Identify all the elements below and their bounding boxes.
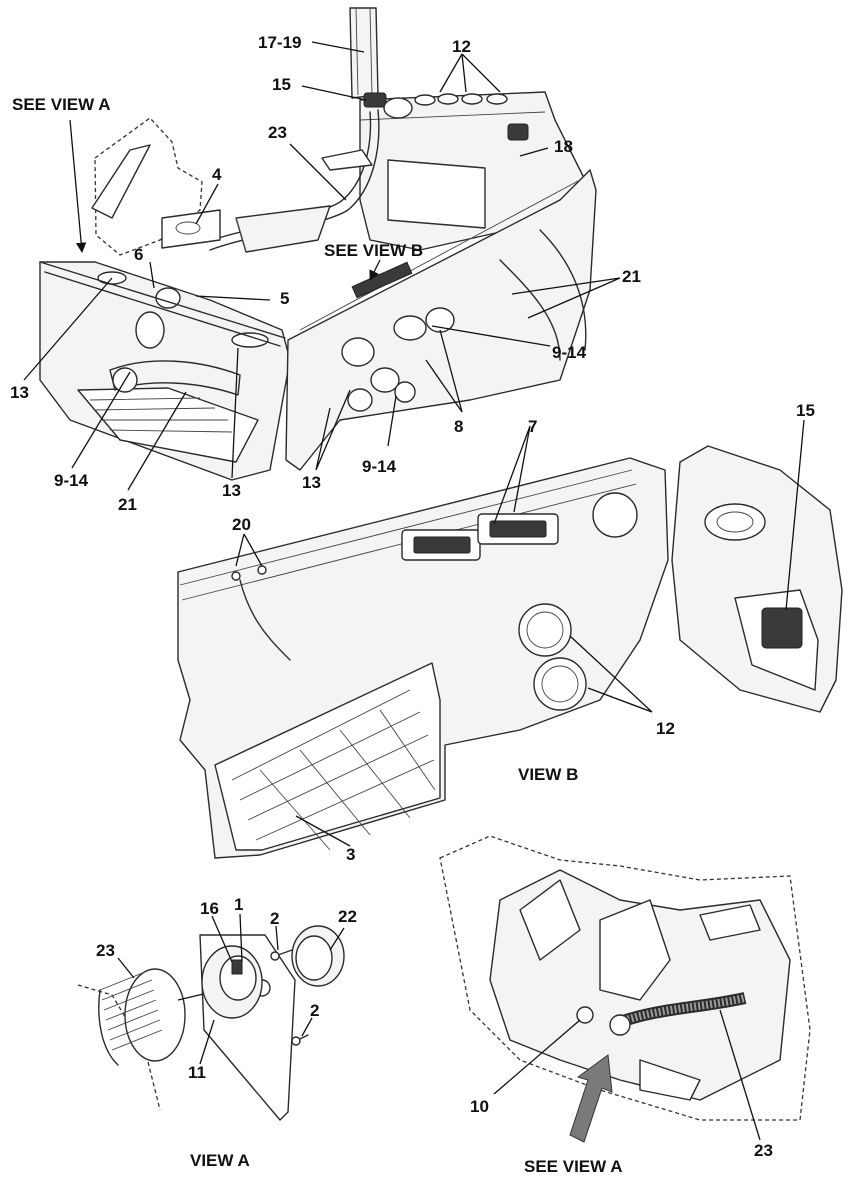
callout-21-bottom: 21	[118, 495, 137, 514]
callout-3: 3	[346, 845, 355, 864]
callout-12-top: 12	[452, 37, 471, 56]
callout-13-mid: 13	[302, 473, 321, 492]
callout-13-right: 13	[222, 481, 241, 500]
callout-15-view-b: 15	[796, 401, 815, 420]
callout-2-bottom: 2	[310, 1001, 319, 1020]
callout-16: 16	[200, 899, 219, 918]
callout-9-14-bottom: 9-14	[362, 457, 397, 476]
location-detail	[439, 835, 811, 1143]
callout-9-14-right: 9-14	[552, 343, 587, 362]
callout-2-top: 2	[270, 909, 279, 928]
callout-23-detail: 23	[754, 1141, 773, 1160]
caption-view-b: VIEW B	[518, 765, 578, 784]
main-assembly	[39, 7, 597, 481]
callout-9-14-left: 9-14	[54, 471, 89, 490]
callout-21-right: 21	[622, 267, 641, 286]
callout-6: 6	[134, 245, 143, 264]
callout-13-left: 13	[10, 383, 29, 402]
callout-8: 8	[454, 417, 463, 436]
callout-11: 11	[188, 1063, 206, 1082]
callout-12-view-b: 12	[656, 719, 675, 738]
callout-labels: 17-19 12 SEE VIEW A 15 23 18 4 SEE VIEW …	[10, 33, 815, 1160]
view-a-detail	[77, 925, 345, 1121]
caption-see-view-a-bottom: SEE VIEW A	[524, 1157, 623, 1176]
callout-15-top: 15	[272, 75, 291, 94]
callout-4: 4	[212, 165, 222, 184]
callout-see-view-a-top: SEE VIEW A	[12, 95, 111, 114]
callout-17-19: 17-19	[258, 33, 301, 52]
callout-5: 5	[280, 289, 289, 308]
callout-see-view-b: SEE VIEW B	[324, 241, 423, 260]
callout-23-top: 23	[268, 123, 287, 142]
callout-1: 1	[234, 895, 243, 914]
view-b-panel	[177, 457, 669, 859]
callout-18: 18	[554, 137, 573, 156]
callout-23-view-a: 23	[96, 941, 115, 960]
caption-view-a: VIEW A	[190, 1151, 250, 1170]
view-b-side-box	[671, 445, 843, 713]
callout-20: 20	[232, 515, 251, 534]
callout-10: 10	[470, 1097, 489, 1116]
view-captions: VIEW B VIEW A SEE VIEW A	[190, 765, 623, 1176]
callout-7: 7	[528, 417, 537, 436]
callout-22: 22	[338, 907, 357, 926]
leader-lines	[23, 41, 805, 1141]
